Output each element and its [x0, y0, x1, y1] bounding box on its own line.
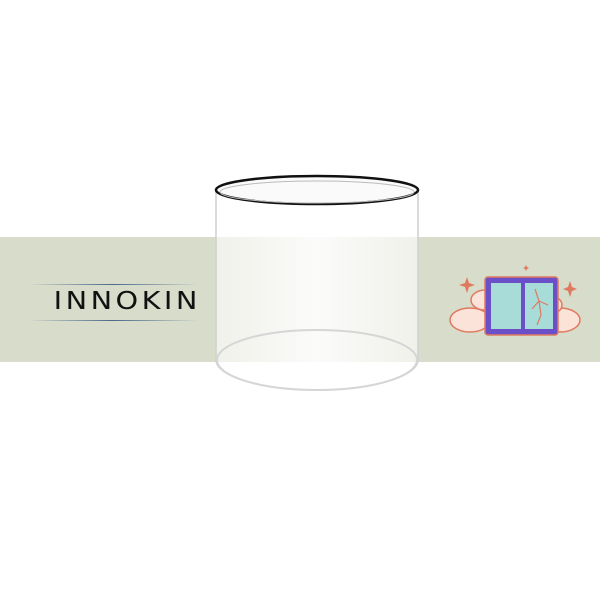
logo-line-bottom [28, 320, 198, 321]
innokin-logo: INNOKIN [18, 282, 208, 322]
broken-window-icon [449, 265, 581, 336]
logo-line-top [28, 284, 198, 285]
logo-text: INNOKIN [53, 286, 201, 315]
